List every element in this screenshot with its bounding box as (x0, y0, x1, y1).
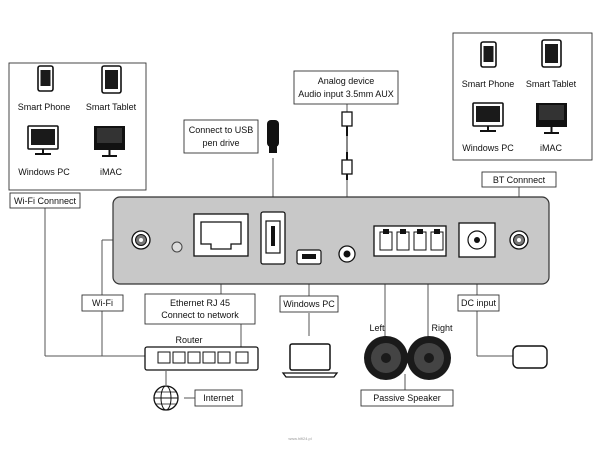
left-tablet-icon (101, 65, 122, 94)
wifi-connect-label-box (9, 192, 81, 209)
right-item-label: iMAC (540, 143, 562, 153)
windows-pc-label: Windows PC (283, 299, 335, 309)
ethernet-label-line2: Connect to network (161, 310, 239, 320)
router-label: Router (175, 335, 202, 345)
aux-jack-icon (338, 245, 356, 263)
wifi-antenna-connector-icon (131, 230, 151, 250)
wifi-label-box (81, 294, 124, 312)
globe-icon (153, 385, 179, 411)
usb-port-icon (260, 211, 286, 265)
left-smartphone-icon (37, 65, 54, 92)
analog-label-line2: Audio input 3.5mm AUX (298, 89, 394, 99)
aux-cable-icon (341, 111, 353, 180)
left-item-label: Smart Tablet (86, 102, 137, 112)
left-speaker-label: Left (369, 323, 385, 333)
ethernet-port-icon (193, 213, 249, 257)
analog-label-box (293, 70, 399, 105)
router-icon (144, 346, 259, 371)
hdmi-port-icon (296, 249, 322, 265)
right-imac-icon (536, 103, 567, 134)
passive-speaker-label-box (360, 389, 454, 407)
usb-label-box (183, 119, 259, 154)
watermark: www.hifi24.pl (288, 436, 311, 441)
usb-label-line1: Connect to USB (189, 125, 254, 135)
dc-input-label-box (457, 294, 500, 312)
passive-speaker-label: Passive Speaker (373, 393, 441, 403)
dc-input-label: DC input (461, 298, 497, 308)
laptop-icon (281, 343, 339, 378)
internet-label-box (194, 389, 243, 407)
wifi-connect-label: Wi-Fi Connnect (14, 196, 77, 206)
left-speaker-icon (364, 336, 408, 380)
right-item-label: Smart Phone (462, 79, 515, 89)
bt-connect-label-box (481, 171, 557, 188)
right-speaker-icon (407, 336, 451, 380)
left-imac-icon (94, 126, 125, 157)
dc-power-jack-icon (458, 222, 496, 258)
left-monitor-icon (27, 125, 59, 155)
windows-pc-label-box (279, 295, 339, 313)
analog-label-line1: Analog device (318, 76, 375, 86)
usb-pen-drive-icon (267, 120, 279, 153)
internet-label: Internet (203, 393, 234, 403)
right-tablet-icon (541, 39, 562, 68)
left-item-label: iMAC (100, 167, 122, 177)
power-adapter-icon (512, 345, 548, 369)
right-speaker-label: Right (431, 323, 453, 333)
right-smartphone-icon (480, 41, 497, 68)
left-item-label: Windows PC (18, 167, 70, 177)
right-item-label: Windows PC (462, 143, 514, 153)
right-devices-box (452, 32, 593, 161)
ethernet-label-line1: Ethernet RJ 45 (170, 298, 230, 308)
ethernet-label-box (144, 293, 256, 325)
bt-connect-label: BT Connnect (493, 175, 546, 185)
right-item-label: Smart Tablet (526, 79, 577, 89)
status-led-icon (171, 241, 183, 253)
usb-label-line2: pen drive (202, 138, 239, 148)
wifi-label: Wi-Fi (92, 298, 113, 308)
bt-antenna-connector-icon (509, 230, 529, 250)
left-item-label: Smart Phone (18, 102, 71, 112)
speaker-terminal-icon (373, 225, 447, 257)
right-monitor-icon (472, 102, 504, 132)
